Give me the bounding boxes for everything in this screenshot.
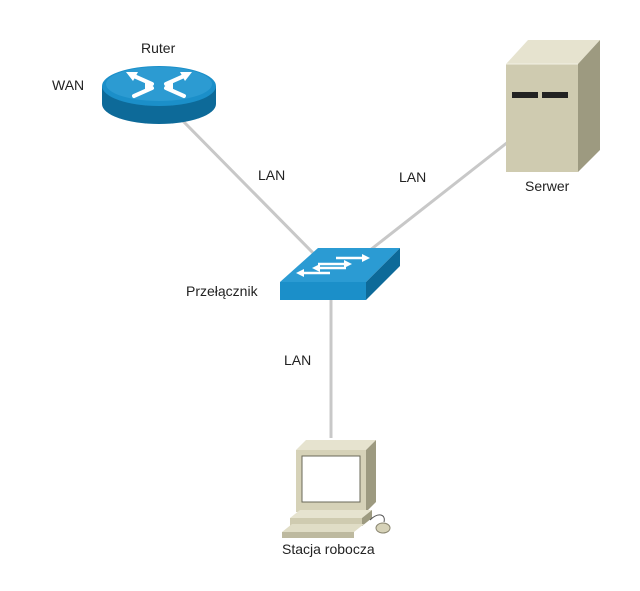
workstation-icon bbox=[282, 440, 391, 538]
link-router-switch bbox=[178, 116, 320, 260]
server-icon bbox=[506, 40, 600, 172]
link-label-server: LAN bbox=[399, 169, 427, 185]
link-server-switch bbox=[359, 140, 509, 260]
link-label-workstation: LAN bbox=[284, 352, 312, 368]
workstation-label: Stacja robocza bbox=[282, 541, 375, 557]
router-icon bbox=[102, 66, 216, 124]
router-label: Ruter bbox=[141, 40, 176, 56]
server-label: Serwer bbox=[525, 178, 570, 194]
switch-label: Przełącznik bbox=[186, 283, 258, 299]
link-label-router: LAN bbox=[258, 167, 286, 183]
wan-label: WAN bbox=[52, 77, 85, 93]
switch-icon bbox=[280, 248, 400, 300]
